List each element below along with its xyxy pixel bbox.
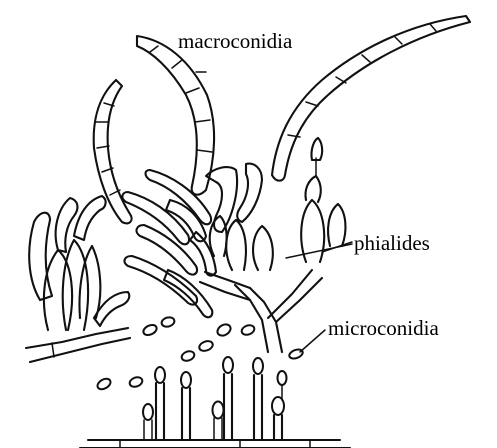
phialide	[226, 220, 246, 270]
label-macroconidia: macroconidia	[178, 29, 293, 53]
phialide	[328, 204, 345, 246]
microconidium	[215, 322, 232, 338]
macroconidium	[74, 196, 106, 240]
leader-line-phialides	[286, 244, 352, 258]
microconidium	[128, 376, 143, 389]
label-microconidia: microconidia	[328, 316, 439, 340]
microconidium	[142, 323, 158, 337]
base-hypha	[80, 440, 350, 448]
phialide	[44, 250, 72, 330]
label-phialides: phialides	[354, 231, 430, 255]
macroconidium	[237, 164, 262, 222]
conidiophore-cluster	[122, 138, 345, 352]
macroconidium	[272, 16, 470, 181]
microconidia-group	[96, 316, 304, 440]
microconidium	[180, 350, 195, 363]
microconidium	[96, 377, 113, 392]
phialide	[305, 176, 320, 202]
phialide	[210, 216, 227, 256]
left-conidiophore-cluster	[26, 196, 130, 362]
phialide	[253, 226, 273, 270]
microconidium	[278, 371, 287, 385]
microconidium	[198, 339, 214, 352]
microconidium	[253, 358, 263, 374]
microconidium	[155, 367, 165, 383]
leader-line-microconidia	[300, 330, 325, 352]
macroconidium	[56, 198, 78, 252]
macroconidium	[164, 270, 212, 317]
macroconidium	[137, 225, 198, 275]
labels: macroconidia phialides microconidia	[178, 29, 439, 352]
microconidium	[223, 357, 233, 373]
microconidium	[161, 316, 176, 328]
microconidium	[213, 402, 224, 419]
microconidium	[143, 404, 153, 420]
macroconidium	[190, 232, 216, 276]
microconidium	[240, 324, 255, 337]
microconidium	[181, 372, 191, 388]
macroconidium	[29, 213, 52, 300]
phialide	[63, 240, 88, 330]
